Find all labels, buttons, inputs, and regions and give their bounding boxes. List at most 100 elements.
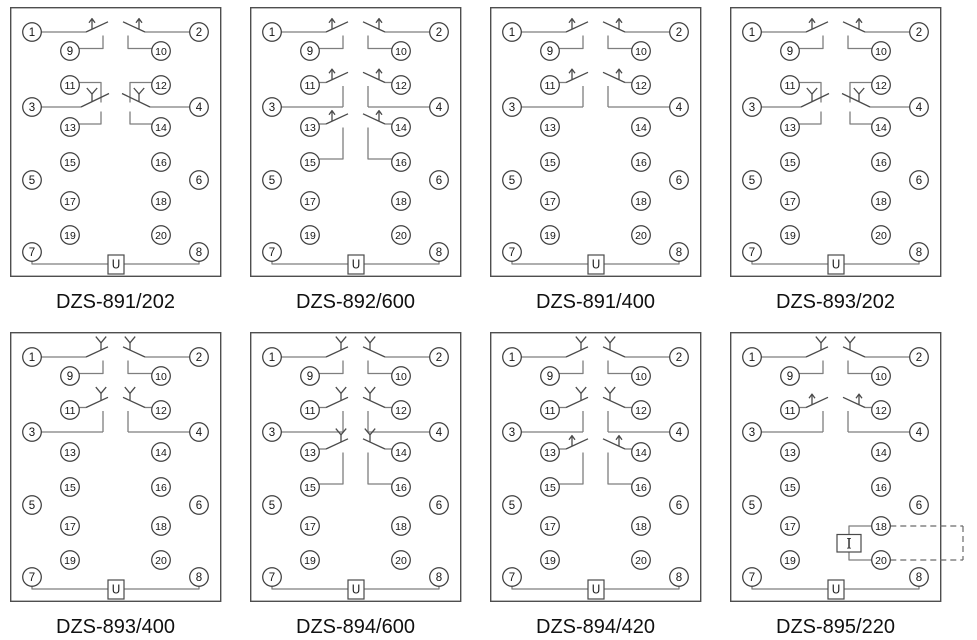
terminal-14: 14 xyxy=(631,117,651,137)
terminal-8: 8 xyxy=(909,242,929,262)
terminal-number: 4 xyxy=(436,427,443,439)
terminal-number: 13 xyxy=(544,122,556,134)
contact-blade xyxy=(565,346,589,358)
terminal-15: 15 xyxy=(780,152,800,172)
voltage-coil-circuit: U xyxy=(751,579,920,600)
no-contact-arrow-icon xyxy=(568,17,576,24)
terminal-number: 1 xyxy=(269,27,275,39)
wire xyxy=(364,586,440,590)
contact-group-top-right xyxy=(602,336,670,375)
terminal-17: 17 xyxy=(540,191,560,211)
terminal-15: 15 xyxy=(300,152,320,172)
terminal-number: 20 xyxy=(875,555,887,567)
terminal-number: 10 xyxy=(635,46,647,58)
voltage-coil-label: U xyxy=(832,258,841,272)
contact-blade xyxy=(325,21,349,33)
current-coil-box xyxy=(836,533,862,553)
terminal-2: 2 xyxy=(669,22,689,42)
terminal-number: 3 xyxy=(29,427,35,439)
terminal-number: 15 xyxy=(784,482,796,494)
terminal-8: 8 xyxy=(909,567,929,587)
terminal-11: 11 xyxy=(300,400,320,420)
terminal-3: 3 xyxy=(742,422,762,442)
wire xyxy=(79,35,104,50)
terminal-17: 17 xyxy=(300,516,320,536)
terminal-18: 18 xyxy=(391,516,411,536)
contact-blade xyxy=(565,396,589,409)
panel-border xyxy=(730,332,942,602)
terminal-16: 16 xyxy=(391,477,411,497)
no-contact-arrow-icon xyxy=(808,393,816,399)
wire xyxy=(31,586,108,590)
terminal-19: 19 xyxy=(300,225,320,245)
voltage-coil-box xyxy=(587,579,605,600)
terminal-2: 2 xyxy=(189,22,209,42)
terminal-number: 7 xyxy=(269,247,275,259)
terminal-number: 18 xyxy=(635,196,647,208)
terminal-number: 12 xyxy=(635,405,647,417)
terminal-18: 18 xyxy=(871,516,891,536)
terminal-3: 3 xyxy=(502,422,522,442)
terminal-number: 2 xyxy=(676,352,682,364)
terminal-12: 12 xyxy=(391,400,411,420)
voltage-coil-box xyxy=(827,579,845,600)
terminal-number: 5 xyxy=(29,175,35,187)
terminal-number: 13 xyxy=(64,122,76,134)
voltage-coil-label: U xyxy=(112,258,121,272)
terminal-12: 12 xyxy=(631,75,651,95)
terminal-number: 14 xyxy=(155,122,167,134)
terminal-number: 13 xyxy=(304,447,316,459)
contact-blade xyxy=(122,21,146,33)
wire xyxy=(79,111,102,125)
contact-group-top-right xyxy=(842,17,910,50)
terminal-3: 3 xyxy=(742,97,762,117)
contact-group-top-left xyxy=(761,336,829,375)
terminal-number: 16 xyxy=(395,482,407,494)
terminal-9: 9 xyxy=(300,41,320,61)
no-contact-arrow-icon xyxy=(568,434,576,441)
wire xyxy=(79,81,102,103)
terminal-number: 1 xyxy=(29,27,35,39)
contact-group-top-left xyxy=(521,17,589,50)
terminal-number: 17 xyxy=(784,196,796,208)
terminal-number: 6 xyxy=(436,500,442,512)
panel-label: DZS-892/600 xyxy=(296,291,415,313)
nc-contact-fork-icon xyxy=(369,386,376,394)
contact-group-middle-left xyxy=(281,386,349,433)
terminal-number: 14 xyxy=(395,122,407,134)
nc-contact-fork-icon xyxy=(364,428,371,436)
terminal-number: 8 xyxy=(196,572,202,584)
nc-contact-fork-icon xyxy=(858,87,865,95)
contact-group-top-right xyxy=(122,336,190,375)
panel-border xyxy=(250,7,462,277)
panel-label: DZS-895/220 xyxy=(776,616,895,638)
terminal-2: 2 xyxy=(909,347,929,367)
terminal-5: 5 xyxy=(262,495,282,515)
terminal-number: 10 xyxy=(875,46,887,58)
wire xyxy=(849,111,872,125)
wire xyxy=(847,360,872,375)
contact-group-top-right xyxy=(362,17,430,50)
terminal-10: 10 xyxy=(151,41,171,61)
terminal-13: 13 xyxy=(300,442,320,462)
terminal-9: 9 xyxy=(540,41,560,61)
terminal-15: 15 xyxy=(60,477,80,497)
terminal-15: 15 xyxy=(540,152,560,172)
wire xyxy=(124,261,200,265)
no-contact-arrow-icon xyxy=(808,17,816,24)
terminal-number: 13 xyxy=(304,122,316,134)
wire xyxy=(511,586,588,590)
terminal-12: 12 xyxy=(871,400,891,420)
terminal-number: 8 xyxy=(676,572,682,584)
wire xyxy=(364,261,440,265)
terminal-number: 8 xyxy=(196,247,202,259)
contact-blade xyxy=(805,21,829,33)
terminal-13: 13 xyxy=(780,442,800,462)
wire xyxy=(607,35,632,50)
no-contact-arrow-icon xyxy=(615,434,623,441)
terminal-14: 14 xyxy=(871,117,891,137)
terminal-number: 2 xyxy=(436,27,442,39)
